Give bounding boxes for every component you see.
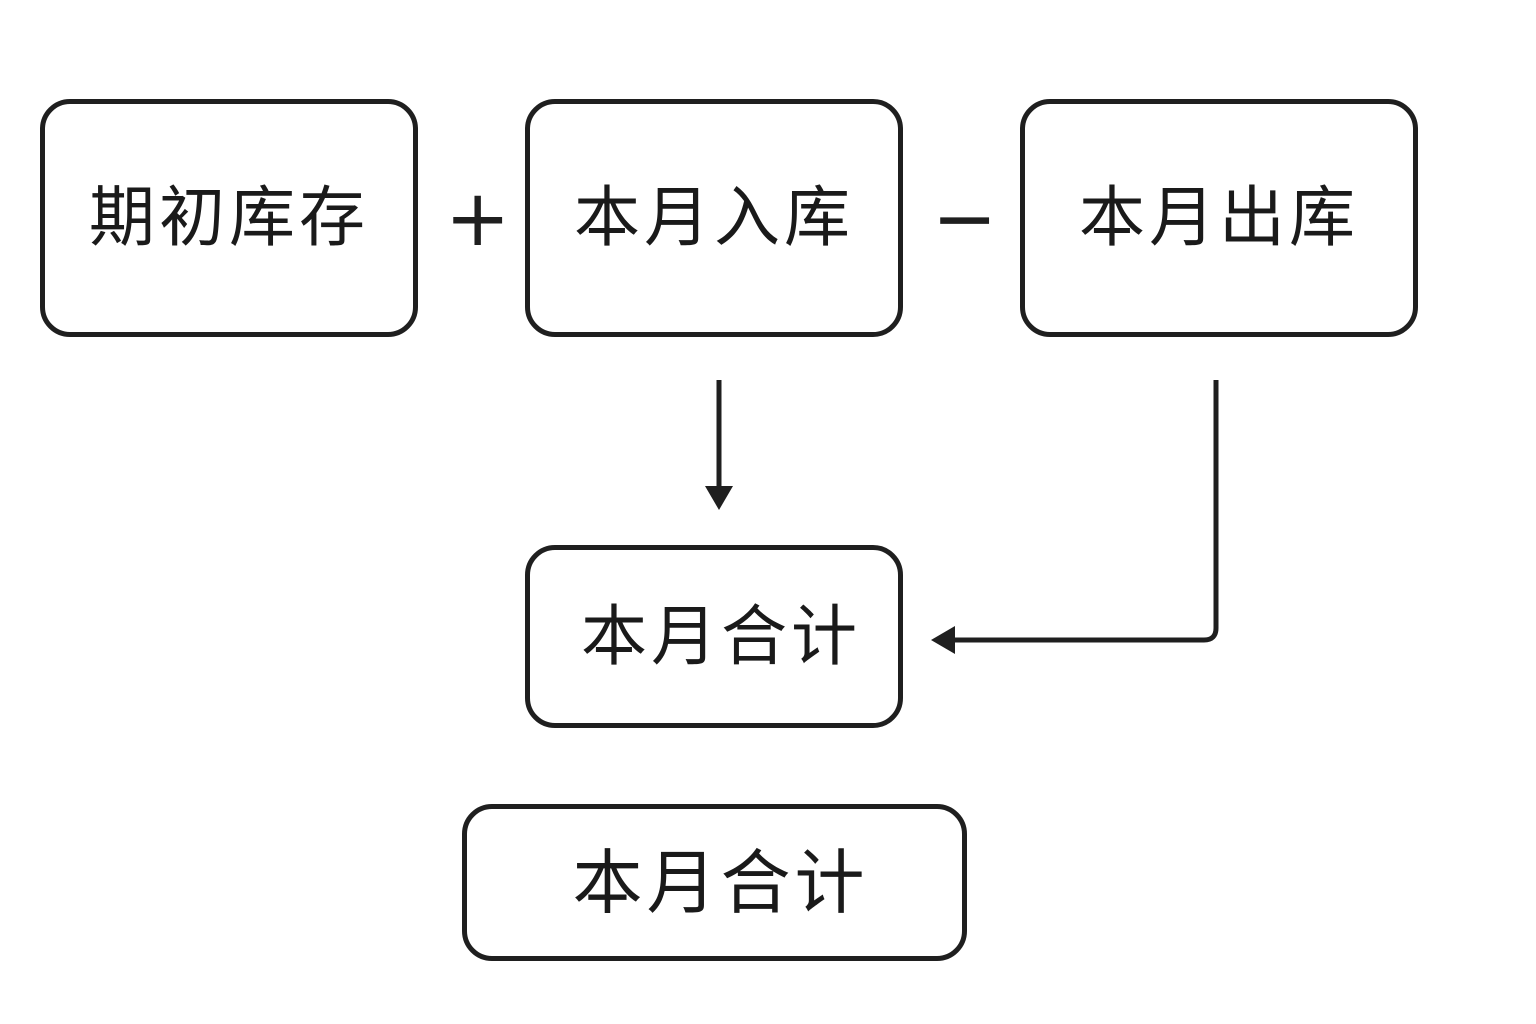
arrow-head-left [931,626,955,654]
inbound-box: 本月入库 [525,99,903,337]
outbound-label: 本月出库 [1079,179,1359,256]
inbound-label: 本月入库 [574,179,854,256]
outbound-box: 本月出库 [1020,99,1418,337]
monthly-total-label-2: 本月合计 [572,841,869,924]
monthly-total-label: 本月合计 [581,597,861,675]
arrow-outbound-to-total [952,380,1219,643]
opening-stock-label: 期初库存 [89,179,369,256]
minus-operator: − [932,174,998,264]
opening-stock-box: 期初库存 [40,99,418,337]
plus-operator: + [445,174,511,264]
monthly-total-box-2: 本月合计 [462,804,967,961]
arrow-head-down [705,486,733,510]
monthly-total-box: 本月合计 [525,545,903,728]
